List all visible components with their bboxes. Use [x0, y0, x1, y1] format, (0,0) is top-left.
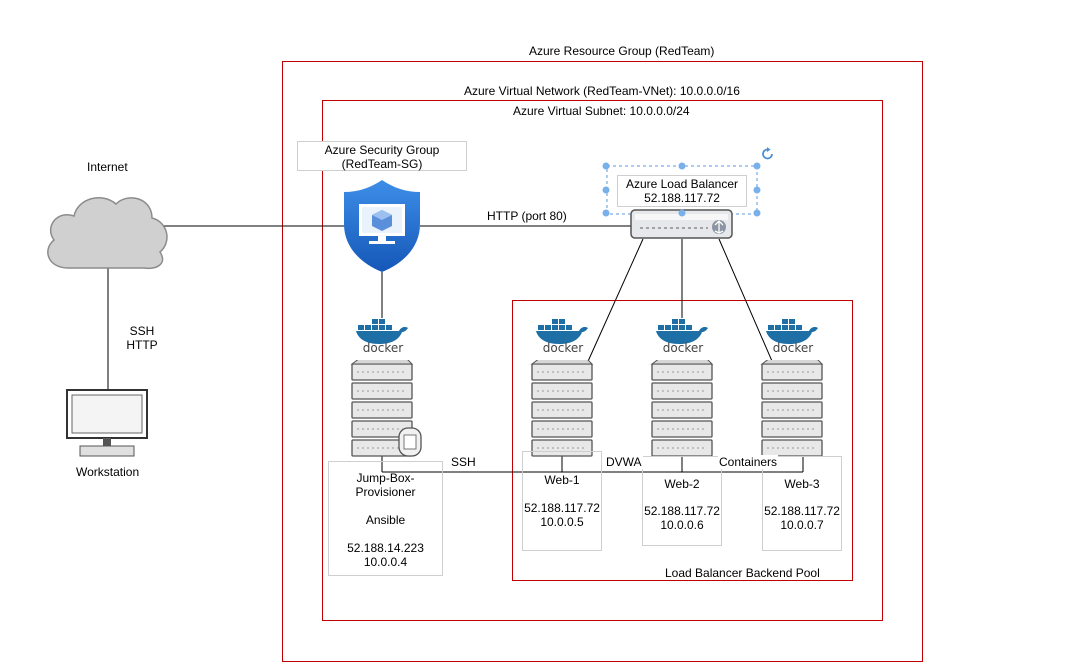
ssh-http-line1: SSH [129, 324, 155, 338]
ssh-label: SSH [450, 455, 477, 469]
docker-text: docker [543, 341, 583, 354]
nsg-line2: (RedTeam-SG) [341, 157, 423, 171]
rotate-handle-icon[interactable] [761, 147, 775, 161]
resource-group-box [282, 61, 923, 662]
docker-icon: docker [536, 319, 588, 354]
server-top [650, 360, 714, 365]
server-top [760, 360, 824, 365]
nsg-line1: Azure Security Group [324, 143, 440, 157]
jumpbox-private-ip: 10.0.0.4 [363, 555, 408, 569]
web1-server[interactable]: docker [528, 316, 598, 460]
ssh-http-label: SSH HTTP [124, 324, 160, 352]
load-balancer-icon[interactable] [630, 208, 734, 242]
http-port-label: HTTP (port 80) [487, 209, 567, 223]
jumpbox-name-line2: Provisioner [355, 485, 416, 499]
lb-to-web3-line [718, 238, 776, 369]
server-rack-icon [350, 360, 422, 457]
server-rack-icon [530, 360, 594, 457]
server-rack-icon [650, 360, 714, 457]
jumpbox-info-box [328, 461, 443, 576]
jumpbox-public-ip: 52.188.14.223 [347, 541, 424, 555]
backend-pool-label: Load Balancer Backend Pool [665, 566, 820, 580]
docker-icon: docker [656, 319, 708, 354]
web3-private-ip: 10.0.0.7 [780, 518, 824, 532]
web1-public-ip: 52.188.117.72 [524, 501, 600, 515]
web3-public-ip: 52.188.117.72 [764, 504, 840, 518]
web2-name: Web-2 [664, 477, 700, 491]
docker-text: docker [363, 341, 403, 354]
web2-info-box [642, 456, 722, 546]
dvwa-label: DVWA [605, 455, 643, 469]
workstation-icon [66, 389, 148, 457]
docker-icon: docker [356, 319, 408, 354]
web3-name: Web-3 [784, 477, 820, 491]
cloud-icon [47, 197, 168, 270]
subnet-label: Azure Virtual Subnet: 10.0.0.0/24 [513, 104, 690, 118]
web1-private-ip: 10.0.0.5 [540, 515, 584, 529]
web2-info: Web-2 52.188.117.72 10.0.0.6 [642, 477, 722, 532]
provisioner-badge-inner [403, 434, 417, 450]
web1-info: Web-1 52.188.117.72 10.0.0.5 [522, 473, 602, 529]
server-rack-icon [760, 360, 824, 457]
internet-label: Internet [87, 160, 128, 174]
lb-to-web1-line [584, 238, 644, 369]
server-top [350, 360, 414, 365]
lb-ip: 52.188.117.72 [644, 191, 720, 205]
docker-icon: docker [766, 319, 818, 354]
nsg-label: Azure Security Group (RedTeam-SG) [297, 143, 467, 171]
nsg-label-box [297, 141, 467, 171]
web2-server[interactable]: docker [648, 316, 718, 460]
docker-text: docker [773, 341, 813, 354]
workstation-label: Workstation [76, 465, 140, 479]
lb-name: Azure Load Balancer [625, 177, 739, 191]
shield-icon [344, 180, 420, 272]
lb-label-box [617, 175, 747, 207]
jumpbox-server[interactable]: docker [348, 316, 422, 460]
vnet-label: Azure Virtual Network (RedTeam-VNet): 10… [464, 84, 740, 98]
web3-info: Web-3 52.188.117.72 10.0.0.7 [762, 477, 842, 532]
web1-name: Web-1 [544, 473, 580, 487]
jumpbox-tool: Ansible [365, 513, 406, 527]
docker-text: docker [663, 341, 703, 354]
web3-server[interactable]: docker [758, 316, 828, 460]
jumpbox-info: Jump-Box- Provisioner Ansible 52.188.14.… [328, 471, 443, 569]
containers-label: Containers [718, 455, 779, 469]
vnet-box [322, 100, 883, 621]
server-top [530, 360, 594, 365]
jumpbox-name-line1: Jump-Box- [356, 471, 415, 485]
resource-group-label: Azure Resource Group (RedTeam) [529, 44, 715, 58]
web1-info-box [522, 451, 602, 551]
ssh-http-line2: HTTP [126, 338, 158, 352]
web2-private-ip: 10.0.0.6 [660, 518, 704, 532]
lb-label: Azure Load Balancer 52.188.117.72 [617, 177, 747, 205]
web3-info-box [762, 456, 842, 551]
web2-public-ip: 52.188.117.72 [644, 504, 720, 518]
